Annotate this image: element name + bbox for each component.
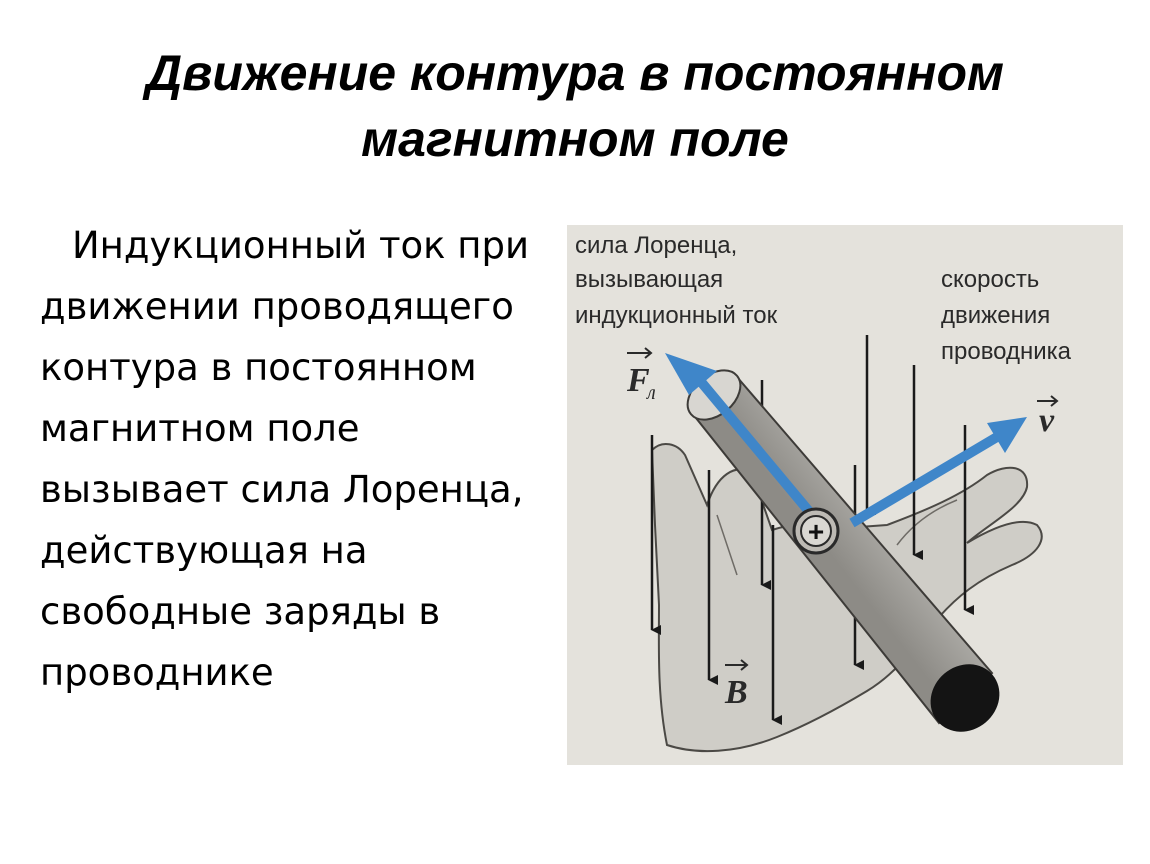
- title-line-1: Движение контура в постоянном: [146, 45, 1004, 101]
- conductor-end: [930, 664, 1000, 732]
- lorentz-label-line-3: индукционный ток: [575, 302, 778, 329]
- vector-arrow-icon: [1037, 395, 1059, 407]
- slide-title: Движение контура в постоянном магнитном …: [0, 40, 1150, 172]
- title-line-2: магнитном поле: [361, 111, 789, 167]
- vector-arrow-icon: [627, 347, 653, 359]
- field-symbol-letter: B: [724, 674, 748, 711]
- velocity-symbol-letter: v: [1039, 402, 1055, 439]
- finger-crease: [716, 514, 738, 576]
- positive-charge: +: [792, 507, 840, 555]
- force-symbol: F л: [626, 347, 656, 404]
- body-paragraph: Индукционный ток при движении проводящег…: [40, 224, 529, 694]
- field-symbol: B: [724, 659, 749, 711]
- force-symbol-letter: F: [626, 362, 650, 399]
- velocity-label-line-3: проводника: [941, 338, 1072, 365]
- lorentz-label-line-2: вызывающая: [575, 266, 723, 293]
- vector-arrow-icon: [725, 659, 749, 671]
- velocity-label-line-2: движения: [941, 302, 1050, 329]
- force-symbol-subscript: л: [646, 382, 656, 404]
- charge-sign: +: [808, 516, 824, 547]
- figure-svg: + сила Лоренца, вызывающая индукционный …: [567, 225, 1123, 765]
- lorentz-label-line-1: сила Лоренца,: [575, 232, 737, 259]
- thumb-crease: [896, 499, 958, 546]
- velocity-arrow: [849, 417, 1027, 528]
- left-hand-rule-figure: + сила Лоренца, вызывающая индукционный …: [567, 225, 1123, 765]
- velocity-label-line-1: скорость: [941, 266, 1039, 293]
- lorentz-force-arrow: [665, 353, 816, 519]
- velocity-symbol: v: [1037, 395, 1059, 439]
